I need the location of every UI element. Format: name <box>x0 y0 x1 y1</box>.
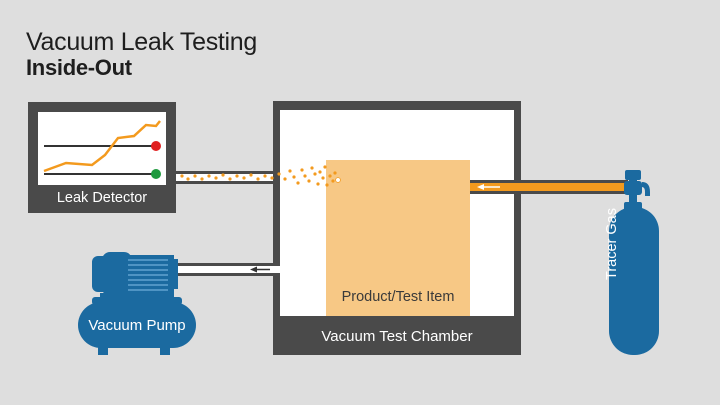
leak-point-icon <box>335 177 341 183</box>
test-item-label: Product/Test Item <box>341 289 455 305</box>
pump-tank <box>78 302 196 348</box>
leak-signal-graph <box>43 120 161 173</box>
pump-tube <box>176 263 280 276</box>
test-item-box <box>326 160 470 316</box>
green-indicator-icon <box>151 169 161 179</box>
tracer-gas-line <box>470 180 628 194</box>
valve-outlet <box>642 182 650 196</box>
leak-detector-label: Leak Detector <box>56 190 148 206</box>
vacuum-pump-label: Vacuum Pump <box>88 317 186 334</box>
pump-foot-left <box>98 346 108 355</box>
gas-cylinder-body <box>609 207 659 355</box>
valve-body <box>624 181 642 195</box>
detector-tube <box>176 171 278 184</box>
diagram-subtitle: Inside-Out <box>26 55 132 80</box>
tracer-gas-cylinder <box>609 170 659 355</box>
motor-fins-icon <box>128 259 168 291</box>
leak-detector-screen <box>38 112 166 185</box>
pump-foot-right <box>160 346 170 355</box>
leak-detector <box>28 102 176 213</box>
vacuum-pump <box>78 252 196 355</box>
tracer-particles <box>180 165 337 187</box>
valve-handle-icon <box>625 170 641 180</box>
diagram-title: Vacuum Leak Testing <box>26 28 258 56</box>
tracer-gas-label: Tracer Gas <box>604 208 620 280</box>
vacuum-chamber-label: Vacuum Test Chamber <box>321 328 473 345</box>
red-indicator-icon <box>151 141 161 151</box>
